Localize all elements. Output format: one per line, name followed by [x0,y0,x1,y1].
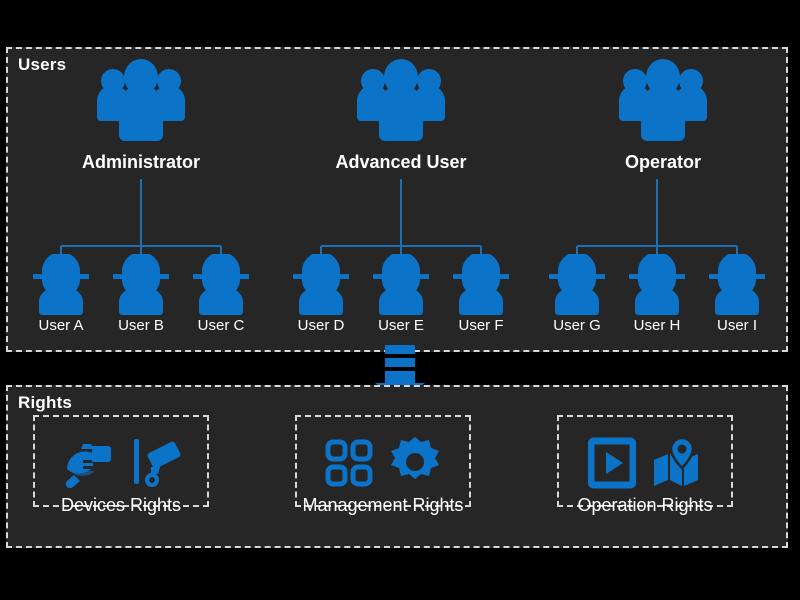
rights-box-devices[interactable]: Devices Rights [33,415,209,515]
user-node-d[interactable]: User D [284,254,358,334]
user-node-f[interactable]: User F [444,254,518,334]
user-node-h[interactable]: User H [620,254,694,334]
user-hat-icon [453,254,509,315]
user-label-e: User E [378,317,424,334]
role-label-administrator: Administrator [81,152,200,172]
user-hat-icon [113,254,169,315]
user-hat-icon [293,254,349,315]
role-label-operator: Operator [624,152,702,172]
user-group-icon [97,59,185,141]
user-hat-icon [33,254,89,315]
user-label-h: User H [633,317,681,334]
user-label-b: User B [118,317,164,334]
user-node-e[interactable]: User E [364,254,438,334]
role-group-operator[interactable]: Operator [538,57,788,197]
dome-camera-icon [65,444,111,489]
play-square-icon [588,437,636,489]
map-pin-icon [654,436,698,486]
user-hat-icon [193,254,249,315]
user-label-i: User I [716,317,757,334]
user-hat-icon [373,254,429,315]
user-hat-icon [549,254,605,315]
rights-box-operation[interactable]: Operation Rights [557,415,733,515]
rights-icons-management [297,431,469,495]
users-section: Users [6,47,788,352]
user-label-f: User F [458,317,504,334]
user-node-c[interactable]: User C [184,254,258,334]
user-node-g[interactable]: User G [540,254,614,334]
rights-label-devices: Devices Rights [60,495,182,515]
user-label-g: User G [553,317,601,334]
rights-icons-devices [35,431,207,495]
user-hat-icon [709,254,765,315]
user-group-icon [619,59,707,141]
rights-icons-operation [559,431,731,495]
user-label-a: User A [38,317,84,334]
users-section-title: Users [18,55,67,74]
role-group-advanced-user[interactable]: Advanced User [276,57,526,197]
rights-box-management[interactable]: Management Rights [295,415,471,515]
user-node-b[interactable]: User B [104,254,178,334]
role-group-administrator[interactable]: Administrator [16,57,266,197]
rights-label-operation: Operation Rights [577,495,713,515]
user-group-icon [357,59,445,141]
gear-icon [391,437,439,479]
grid-squares-icon [325,439,373,487]
user-label-d: User D [297,317,345,334]
user-node-a[interactable]: User A [24,254,98,334]
user-label-c: User C [197,317,245,334]
bullet-camera-icon [134,439,181,487]
user-node-i[interactable]: User I [700,254,774,334]
user-hat-icon [629,254,685,315]
role-label-advanced-user: Advanced User [335,152,467,172]
rights-section: Rights [6,385,788,548]
rights-label-management: Management Rights [302,495,464,515]
rights-section-title: Rights [18,393,73,412]
